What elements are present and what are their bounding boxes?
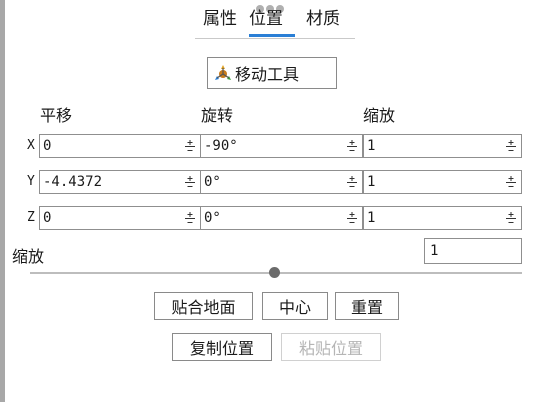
rotate-x-value: -90°: [204, 138, 238, 154]
move-tool-button[interactable]: 移动工具: [207, 57, 337, 89]
uniform-scale-label: 缩放: [12, 247, 45, 266]
paste-position-button: 粘贴位置: [281, 333, 381, 361]
translate-z-value: 0: [43, 210, 52, 226]
spin-arrows-icon[interactable]: [184, 138, 196, 155]
column-header-rotate: 旋转: [201, 106, 234, 125]
column-header-translate: 平移: [40, 106, 73, 125]
active-tab-indicator: [249, 34, 295, 37]
handle-dot: [256, 5, 264, 13]
axis-label-y: Y: [27, 174, 35, 189]
scale-z-value: 1: [367, 210, 376, 226]
translate-y-value: -4.4372: [43, 174, 103, 190]
translate-x-field[interactable]: 0: [39, 134, 201, 158]
move-tool-label: 移动工具: [235, 65, 300, 84]
spin-arrows-icon[interactable]: [184, 174, 196, 191]
center-button[interactable]: 中心: [262, 292, 328, 320]
tab-properties[interactable]: 属性: [203, 9, 237, 29]
rotate-z-value: 0°: [204, 210, 221, 226]
drag-handle[interactable]: [256, 0, 286, 17]
spin-arrows-icon[interactable]: [505, 210, 517, 227]
spin-arrows-icon[interactable]: [184, 210, 196, 227]
scale-x-value: 1: [367, 138, 376, 154]
axis-label-z: Z: [27, 210, 35, 225]
handle-dot: [276, 5, 284, 13]
spin-arrows-icon[interactable]: [505, 138, 517, 155]
scale-z-field[interactable]: 1: [363, 206, 522, 230]
scale-x-field[interactable]: 1: [363, 134, 522, 158]
scale-slider-thumb[interactable]: [268, 267, 280, 278]
snap-to-ground-button[interactable]: 贴合地面: [154, 292, 253, 320]
spin-arrows-icon[interactable]: [505, 174, 517, 191]
move-tool-icon: [215, 65, 231, 80]
tab-material[interactable]: 材质: [306, 9, 340, 29]
rotate-z-field[interactable]: 0°: [200, 206, 363, 230]
reset-button[interactable]: 重置: [335, 292, 399, 320]
tab-position[interactable]: 位置: [249, 9, 283, 29]
uniform-scale-value: 1: [430, 243, 439, 259]
translate-z-field[interactable]: 0: [39, 206, 201, 230]
copy-position-button[interactable]: 复制位置: [172, 333, 272, 361]
scale-y-value: 1: [367, 174, 376, 190]
rotate-x-field[interactable]: -90°: [200, 134, 363, 158]
axis-label-x: X: [27, 138, 35, 153]
panel-left-edge: [0, 0, 5, 402]
uniform-scale-input[interactable]: 1: [424, 238, 522, 264]
rotate-y-value: 0°: [204, 174, 221, 190]
rotate-y-field[interactable]: 0°: [200, 170, 363, 194]
translate-y-field[interactable]: -4.4372: [39, 170, 201, 194]
tab-bar: 属性 位置 材质: [195, 8, 355, 39]
handle-dot: [266, 5, 274, 13]
spin-arrows-icon[interactable]: [346, 174, 358, 191]
spin-arrows-icon[interactable]: [346, 138, 358, 155]
column-header-scale: 缩放: [363, 106, 396, 125]
translate-x-value: 0: [43, 138, 52, 154]
spin-arrows-icon[interactable]: [346, 210, 358, 227]
scale-y-field[interactable]: 1: [363, 170, 522, 194]
